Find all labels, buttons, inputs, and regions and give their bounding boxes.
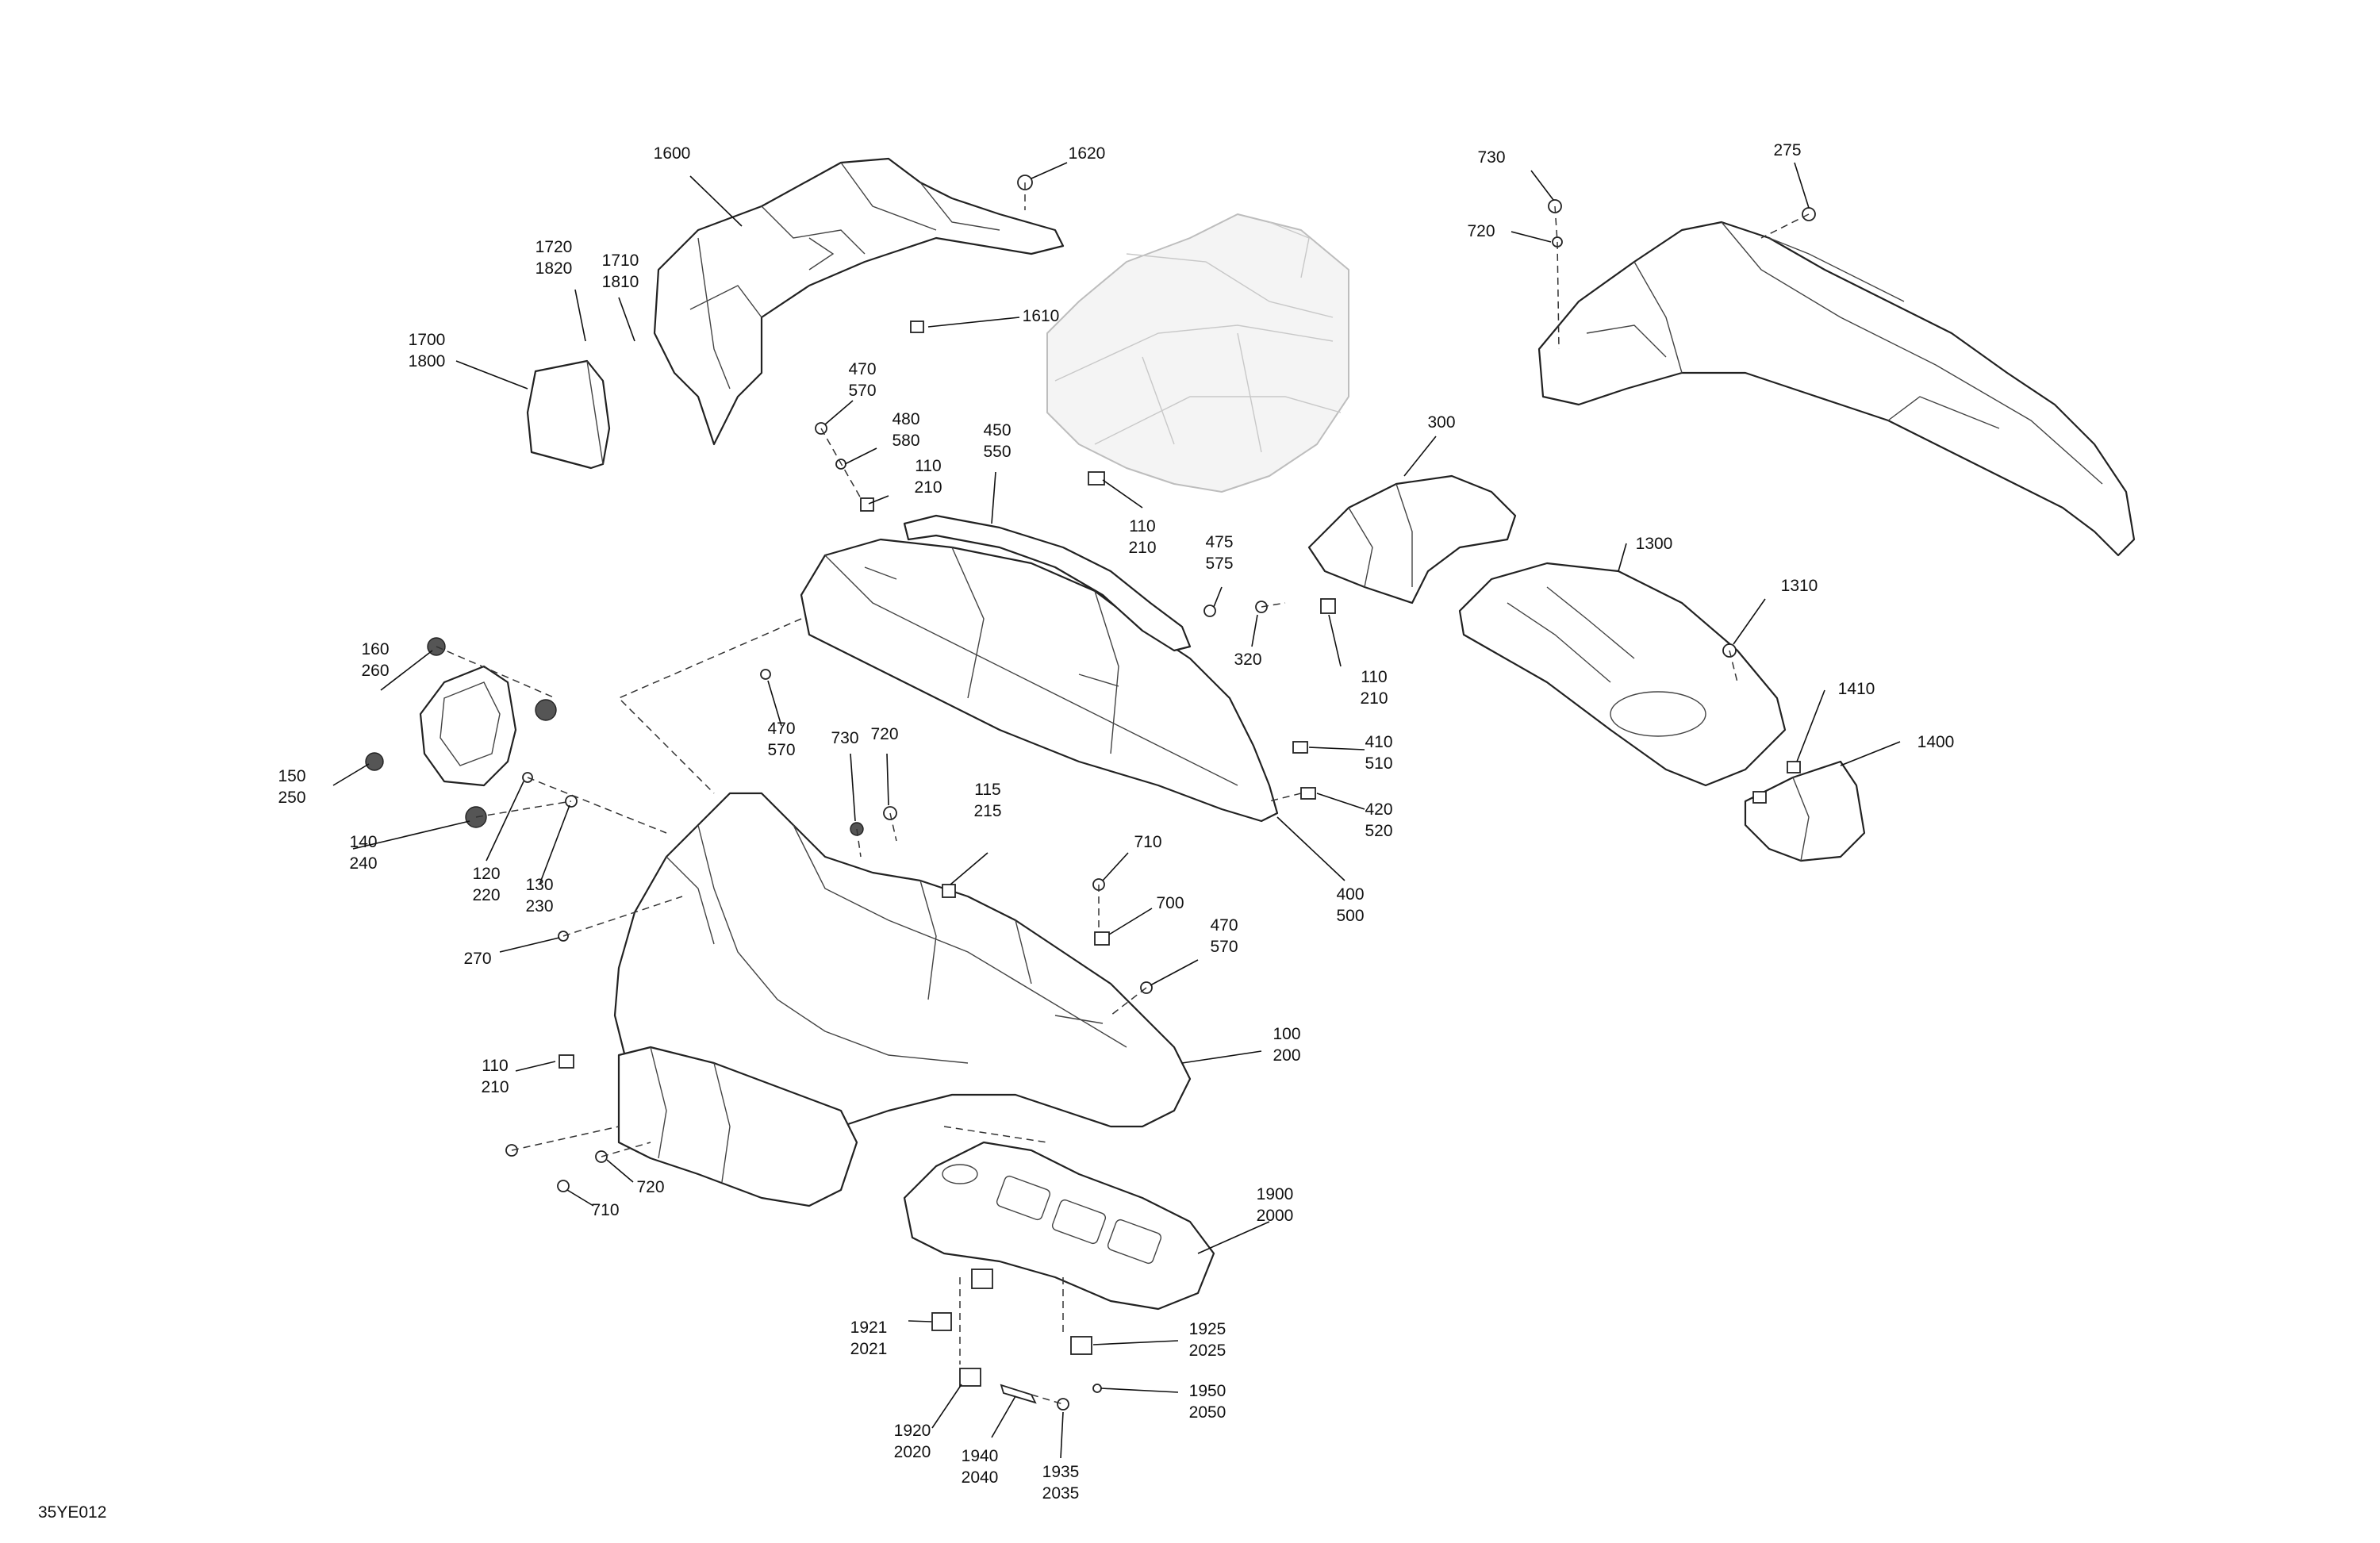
reference-frame-ghost bbox=[1046, 213, 1349, 493]
frame-right-upper bbox=[1537, 221, 2136, 557]
cover-1700 bbox=[526, 359, 611, 470]
callout-700: 700 bbox=[1156, 894, 1184, 912]
callout-1620: 1620 bbox=[1069, 144, 1106, 163]
callout-320: 320 bbox=[1234, 651, 1261, 669]
callout-730-a: 730 bbox=[1477, 148, 1505, 167]
callout-1410: 1410 bbox=[1838, 680, 1875, 698]
callout-1400: 1400 bbox=[1917, 733, 1955, 751]
body-400 bbox=[800, 538, 1279, 823]
bracket-160 bbox=[419, 665, 517, 787]
bracket-300 bbox=[1307, 474, 1517, 605]
cover-1400 bbox=[1744, 760, 1866, 862]
callout-275: 275 bbox=[1773, 141, 1801, 159]
figure-code: 35YE012 bbox=[38, 1503, 106, 1522]
skid-plate-1900 bbox=[903, 1141, 1215, 1311]
callout-720-a: 720 bbox=[1467, 222, 1495, 240]
callout-710-b: 710 bbox=[591, 1201, 619, 1219]
cover-1600 bbox=[653, 157, 1065, 446]
leader-lines bbox=[332, 162, 1901, 1459]
callout-270: 270 bbox=[463, 950, 491, 968]
callout-300: 300 bbox=[1427, 413, 1455, 432]
callout-730-b: 730 bbox=[831, 729, 858, 747]
handle-450 bbox=[903, 514, 1192, 652]
tray-1300 bbox=[1458, 562, 1787, 787]
callout-1610: 1610 bbox=[1023, 307, 1060, 325]
callout-720-c: 720 bbox=[636, 1178, 664, 1196]
callout-1310: 1310 bbox=[1781, 577, 1818, 595]
callout-1600: 1600 bbox=[654, 144, 691, 163]
callout-1300: 1300 bbox=[1636, 535, 1673, 553]
callout-710-a: 710 bbox=[1134, 833, 1161, 851]
assembly-lines bbox=[436, 182, 1810, 1405]
frame-100-lower-box bbox=[617, 1046, 858, 1207]
callout-720-b: 720 bbox=[870, 725, 898, 743]
